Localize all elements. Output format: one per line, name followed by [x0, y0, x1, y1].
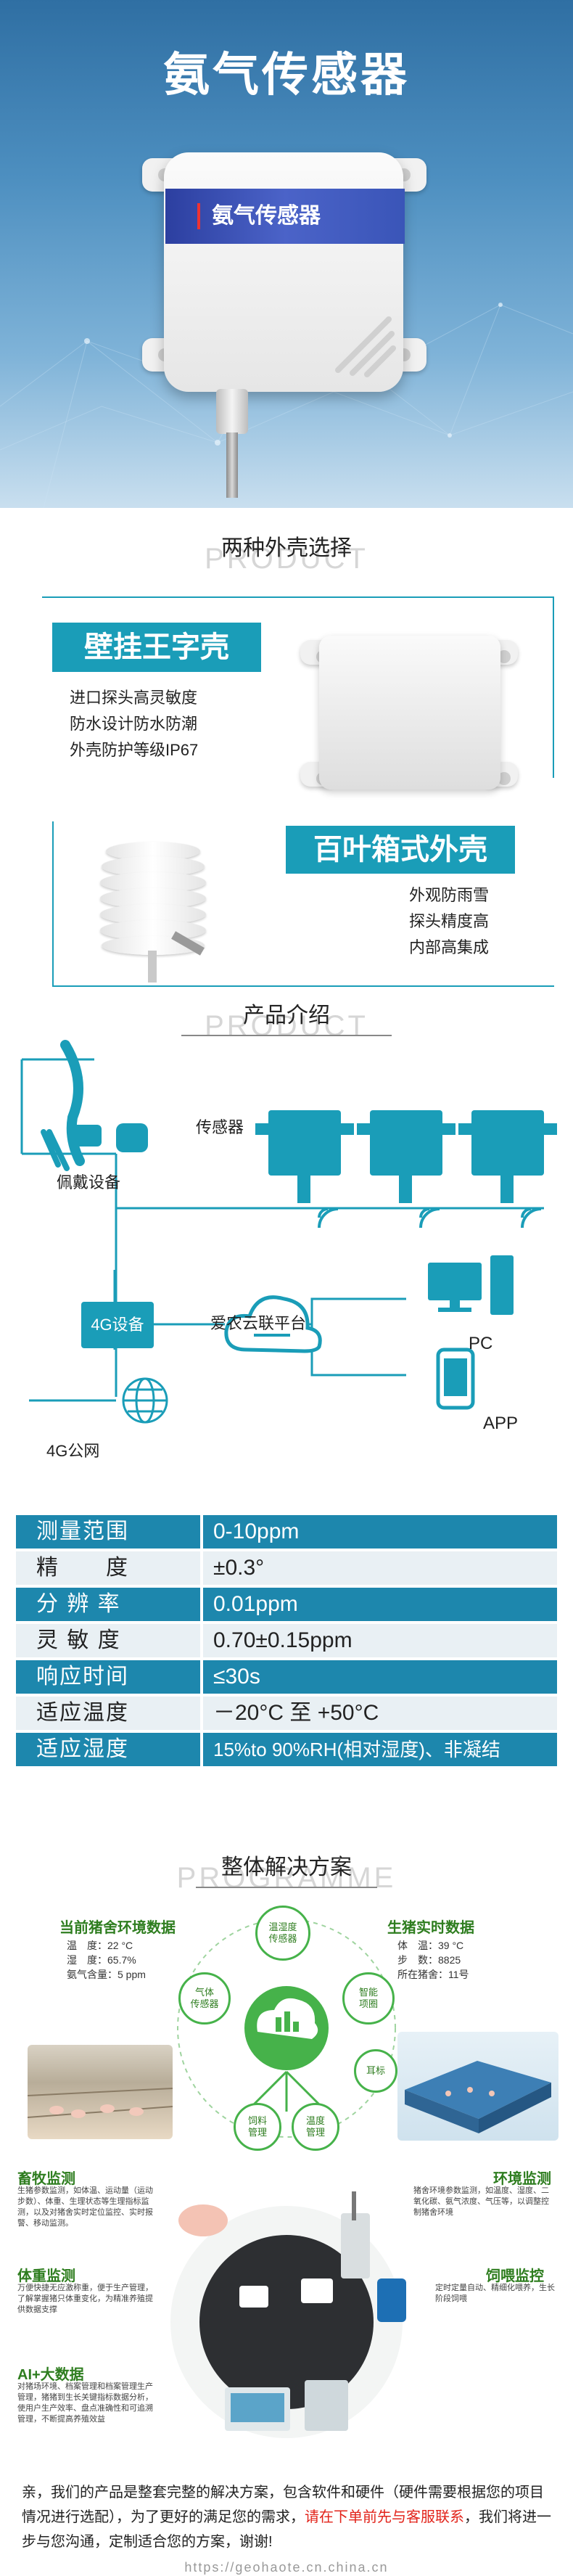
- barn-photo-graphic: [28, 2088, 173, 2118]
- system-diagram: [20, 1040, 557, 1424]
- cloud-platform-label: 爱农云联平台: [210, 1314, 307, 1332]
- ai-bigdata-text: 对猪场环境、档案管理和档案管理生产管理，猪猪到生长关键指标数据分析，使用户生产效…: [17, 2382, 153, 2424]
- gateway-box: 4G设备: [81, 1302, 154, 1348]
- sensor-node-icon: [357, 1110, 455, 1228]
- spec-value: 0.70±0.15ppm: [203, 1624, 557, 1657]
- pig-data-line: 步 数：8825: [397, 1954, 461, 1966]
- pig-data-heading: 生猪实时数据: [387, 1920, 474, 1936]
- pig-data-line: 所在猪舍：11号: [397, 1969, 469, 1980]
- pc-label: PC: [469, 1334, 493, 1353]
- wall-shell-feature: 防水设计防水防潮: [70, 715, 198, 733]
- hub-bubble-feed: 饲料 管理: [234, 2103, 281, 2151]
- louver-shell-feature: 探头精度高: [409, 912, 490, 930]
- hub-bubble-temperature: 温度 管理: [292, 2103, 339, 2151]
- spec-key: 精 度: [16, 1551, 200, 1585]
- sensor-node-icon: [255, 1110, 354, 1228]
- pc-icon: [428, 1255, 514, 1315]
- weight-monitor-heading: 体重监测: [17, 2268, 75, 2284]
- solution-hub-diagram: [177, 1919, 396, 2138]
- closing-text: 亲，我们的产品是整套完整的解决方案，包含软件和硬件（硬件需要根据您的项目情况进行…: [22, 2485, 544, 2525]
- spec-value: ±0.3°: [203, 1551, 557, 1585]
- spec-key: 适应湿度: [16, 1733, 200, 1766]
- env-data-heading: 当前猪舍环境数据: [59, 1920, 176, 1936]
- spec-row: 分 辨 率 0.01ppm: [16, 1588, 557, 1621]
- spec-key: 灵 敏 度: [16, 1624, 200, 1657]
- solution-title-background: PROGRAMME: [176, 1862, 397, 1894]
- feeding-monitor-text: 定时定量自动、精细化喂养，生长阶段饲喂: [435, 2284, 555, 2303]
- spec-row: 灵 敏 度 0.70±0.15ppm: [16, 1624, 557, 1657]
- weight-monitor-text: 万便快捷无应激称重，便于生产管理，了解掌握猪只体重变化，为精准养殖提供数据支撑: [17, 2284, 153, 2314]
- closing-note: 亲，我们的产品是整套完整的解决方案，包含软件和硬件（硬件需要根据您的项目情况进行…: [22, 2480, 551, 2554]
- title-underline: [196, 1887, 377, 1888]
- env-data-line: 氨气含量：5 ppm: [67, 1969, 146, 1980]
- spec-key: 分 辨 率: [16, 1588, 200, 1621]
- sensor-label: 传感器: [196, 1118, 244, 1136]
- louver-shell-feature: 外观防雨雪: [409, 886, 490, 904]
- barn-model-graphic: [405, 2061, 551, 2133]
- barn-interior-photo: [28, 2045, 173, 2139]
- sensor-probe: [226, 432, 238, 498]
- probe-connector: [216, 389, 248, 434]
- env-data-line: 湿 度：65.7%: [67, 1954, 136, 1966]
- site-watermark: https://geohaote.cn.china.cn: [184, 2560, 389, 2575]
- spec-value: 15%to 90%RH(相对湿度)、非凝结: [203, 1733, 557, 1766]
- spec-key: 响应时间: [16, 1660, 200, 1694]
- spec-row: 适应湿度 15%to 90%RH(相对湿度)、非凝结: [16, 1733, 557, 1766]
- louver-shell-frame: [52, 821, 554, 987]
- wall-shell-name: 壁挂王字壳: [52, 623, 261, 672]
- spec-value: 0.01ppm: [203, 1588, 557, 1621]
- pig-data-line: 体 温：39 °C: [397, 1940, 464, 1951]
- title-underline: [181, 1035, 392, 1036]
- intro-title-background: PRODUCT: [205, 1010, 368, 1042]
- spec-key: 适应温度: [16, 1697, 200, 1730]
- farm-scene-graphic: [170, 2191, 406, 2438]
- solution-section-title: 整体解决方案: [221, 1855, 352, 1879]
- wearable-device-icon: [41, 1040, 148, 1171]
- closing-contact-highlight: 请在下单前先与客服联系: [305, 2509, 464, 2525]
- spec-value: －20°C 至 +50°C: [203, 1697, 557, 1730]
- shell-title-background: PRODUCT: [205, 543, 368, 575]
- env-monitor-text: 猪舍环境参数监测，如温度、湿度、二氧化碳、氨气浓度、气压等，以调整控制猪舍环境: [413, 2186, 549, 2217]
- wall-shell-feature: 进口探头高灵敏度: [70, 689, 198, 707]
- wall-shell-image: [319, 636, 500, 789]
- hero-banner: 氨气传感器 氨气传感器: [0, 0, 573, 508]
- spec-row: 精 度 ±0.3°: [16, 1551, 557, 1585]
- env-data-line: 温 度：22 °C: [67, 1940, 133, 1951]
- spec-value: 0-10ppm: [203, 1515, 557, 1549]
- sensor-node-icon: [458, 1110, 557, 1228]
- barn-model-image: [397, 2032, 558, 2141]
- livestock-monitor-text: 生猪参数监测，如体温、运动量（运动步数）、体重、生理状态等生理指标监测，以及对猪…: [17, 2186, 153, 2228]
- network-label: 4G公网: [46, 1442, 100, 1460]
- sensor-label-plate: 氨气传感器: [165, 189, 405, 244]
- feeding-monitor-heading: 饲喂监控: [486, 2268, 544, 2284]
- spec-row: 响应时间 ≤30s: [16, 1660, 557, 1694]
- spec-value: ≤30s: [203, 1660, 557, 1694]
- spec-row: 适应温度 －20°C 至 +50°C: [16, 1697, 557, 1730]
- hub-bubble-collar: 智能 项圈: [342, 1972, 395, 2025]
- hub-bubble-gas: 气体 传感器: [178, 1972, 231, 2025]
- env-monitor-heading: 环境监测: [493, 2171, 551, 2187]
- cloud-icon: [224, 1295, 322, 1353]
- intro-section-title: 产品介绍: [243, 1004, 330, 1027]
- hero-title: 氨气传感器: [163, 49, 410, 101]
- sensor-label-text: 氨气传感器: [212, 204, 321, 228]
- spec-row: 测量范围 0-10ppm: [16, 1515, 557, 1549]
- hub-bubble-temp-humidity: 温湿度 传感器: [255, 1906, 310, 1961]
- phone-icon: [436, 1348, 475, 1410]
- closing-text: ，我们将进一步与您沟通，定制适合您的方案，谢谢!: [22, 2509, 551, 2550]
- louver-shell-feature: 内部高集成: [409, 938, 490, 956]
- hub-bubble-eartag: 耳标: [354, 2049, 397, 2093]
- louver-shell-name: 百叶箱式外壳: [286, 826, 515, 874]
- globe-icon: [122, 1377, 168, 1424]
- app-label: APP: [483, 1414, 519, 1433]
- shell-section-title: 两种外壳选择: [221, 536, 352, 560]
- livestock-monitor-heading: 畜牧监测: [17, 2171, 75, 2187]
- ai-bigdata-heading: AI+大数据: [17, 2367, 84, 2383]
- spec-key: 测量范围: [16, 1515, 200, 1549]
- wall-shell-frame: [42, 596, 554, 778]
- wall-shell-feature: 外壳防护等级IP67: [70, 741, 199, 759]
- vent-slots-graphic: [335, 316, 396, 377]
- wearable-label: 佩戴设备: [57, 1173, 121, 1191]
